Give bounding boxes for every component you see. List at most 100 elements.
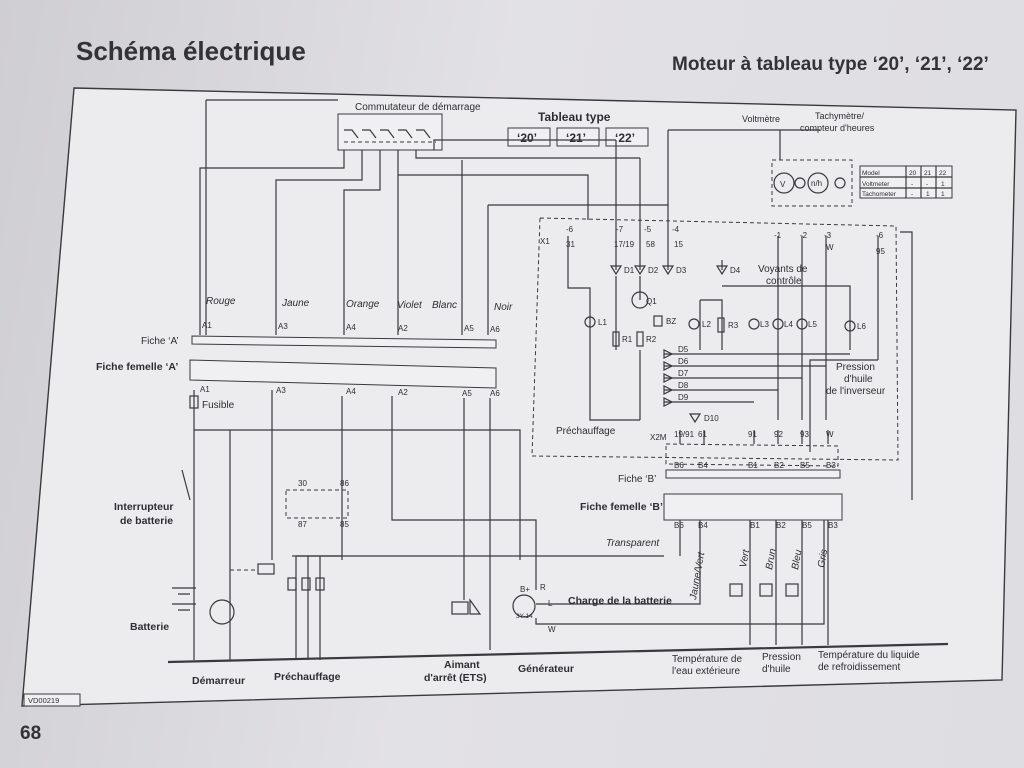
svg-text:21: 21: [924, 170, 932, 177]
svg-text:Rouge: Rouge: [206, 296, 236, 307]
svg-text:-1: -1: [774, 231, 782, 240]
fuse: [189, 395, 199, 409]
svg-text:Préchauffage: Préchauffage: [274, 671, 341, 683]
plug-b: [665, 469, 841, 479]
svg-text:-2: -2: [800, 231, 808, 240]
coolant-temp-sensor: [785, 583, 799, 597]
plug-a-female-label: Fiche femelle ‘A’: [96, 361, 178, 373]
svg-text:A5: A5: [464, 324, 474, 333]
svg-text:B5: B5: [802, 521, 812, 530]
warning-lights-label: Voyants de: [758, 264, 808, 275]
svg-text:L1: L1: [598, 318, 607, 327]
ref-code-box: [23, 693, 81, 707]
svg-text:R3: R3: [728, 321, 739, 330]
battery-switch-label: Interrupteur: [114, 501, 174, 513]
model-table: Model 20 21 22 Voltmeter - - 1 Tachomete…: [859, 165, 953, 199]
svg-text:A3: A3: [276, 386, 286, 395]
svg-text:A2: A2: [398, 388, 408, 397]
svg-text:Blanc: Blanc: [432, 300, 457, 311]
svg-text:D6: D6: [678, 357, 689, 366]
ref-code: VD00219: [28, 696, 59, 705]
panel-type-20: [507, 127, 551, 147]
diagram-frame: [21, 87, 1017, 707]
switch-contacts: [344, 129, 431, 139]
svg-text:l'eau extérieure: l'eau extérieure: [672, 666, 741, 677]
svg-text:A2: A2: [398, 324, 408, 333]
page-subtitle: Moteur à tableau type ‘20’, ‘21’, ‘22’: [672, 54, 989, 75]
plug-a-female: [189, 359, 497, 389]
panel-type-label: Tableau type: [538, 110, 611, 124]
ground-bus: [167, 642, 949, 664]
svg-text:D4: D4: [730, 266, 741, 275]
panel-type-21: [556, 127, 600, 147]
svg-text:-6: -6: [566, 225, 574, 234]
svg-text:-6: -6: [876, 231, 884, 240]
svg-text:de batterie: de batterie: [120, 515, 173, 527]
svg-text:Jaune: Jaune: [281, 298, 310, 309]
svg-text:d'huile: d'huile: [762, 664, 791, 675]
svg-text:A4: A4: [346, 387, 356, 396]
svg-text:L5: L5: [808, 320, 817, 329]
svg-text:de l'inverseur: de l'inverseur: [826, 386, 886, 397]
svg-text:Température de: Température de: [672, 654, 742, 665]
plug-a: [191, 335, 497, 349]
resistors: R1 R2 R3: [612, 317, 739, 347]
svg-text:A6: A6: [490, 389, 500, 398]
svg-text:n/h: n/h: [811, 179, 822, 188]
page-number: 68: [20, 723, 42, 744]
starter-motor: [209, 599, 235, 625]
svg-text:Gris: Gris: [816, 549, 830, 569]
transparent-label: Transparent: [606, 538, 660, 549]
svg-text:-: -: [911, 191, 913, 198]
fuse-label: Fusible: [202, 400, 235, 411]
starter-solenoid: [257, 563, 275, 575]
svg-text:Aimant: Aimant: [444, 659, 480, 671]
svg-text:D9: D9: [678, 393, 689, 402]
svg-text:B6: B6: [674, 521, 684, 530]
svg-text:A3: A3: [278, 322, 288, 331]
svg-text:D10: D10: [704, 414, 719, 423]
plug-b-label: Fiche ‘B’: [618, 474, 656, 485]
svg-text:compteur d'heures: compteur d'heures: [800, 123, 875, 133]
svg-text:V: V: [780, 180, 786, 189]
svg-text:R2: R2: [646, 335, 657, 344]
plug-b-connector: [665, 443, 839, 467]
svg-text:B2: B2: [776, 521, 786, 530]
svg-text:L2: L2: [702, 320, 711, 329]
svg-text:D2: D2: [648, 266, 659, 275]
svg-text:1: 1: [926, 191, 930, 198]
svg-text:‘21’: ‘21’: [566, 131, 586, 145]
svg-text:D5: D5: [678, 345, 689, 354]
svg-text:D3: D3: [676, 266, 687, 275]
svg-text:d'arrêt (ETS): d'arrêt (ETS): [424, 672, 487, 684]
preheat-relay: [285, 489, 349, 519]
svg-text:B4: B4: [698, 521, 708, 530]
starter-switch-label: Commutateur de démarrage: [355, 102, 481, 113]
bottom-labels: Démarreur Préchauffage Aimant d'arrêt (E…: [192, 650, 920, 687]
svg-text:15: 15: [674, 240, 683, 249]
svg-text:D8: D8: [678, 381, 689, 390]
svg-text:B2: B2: [774, 461, 784, 470]
battery-label: Batterie: [130, 621, 169, 633]
svg-text:A4: A4: [346, 323, 356, 332]
pins-b: B6 B4 B1 B2 B5 B3 B6 B4 B1 B2 B5 B3: [674, 461, 838, 530]
voltmeter-label: Voltmètre: [742, 114, 780, 124]
svg-text:Q1: Q1: [646, 297, 657, 306]
svg-text:87: 87: [298, 520, 307, 529]
svg-text:85: 85: [340, 520, 349, 529]
svg-text:-: -: [911, 181, 913, 188]
svg-text:B3: B3: [826, 461, 836, 470]
svg-text:‘20’: ‘20’: [517, 131, 537, 145]
svg-text:A1: A1: [200, 385, 210, 394]
transistor-q1: [631, 291, 649, 309]
battery-switch: [181, 469, 191, 501]
svg-text:20: 20: [909, 170, 917, 177]
generator-symbol: [512, 594, 536, 618]
svg-text:Générateur: Générateur: [518, 663, 574, 675]
buzzer: [653, 315, 663, 327]
svg-text:93: 93: [800, 430, 809, 439]
svg-text:D7: D7: [678, 369, 689, 378]
wire-colors-a: Rouge Jaune Orange Violet Blanc Noir: [206, 296, 513, 313]
svg-text:R: R: [540, 583, 546, 592]
